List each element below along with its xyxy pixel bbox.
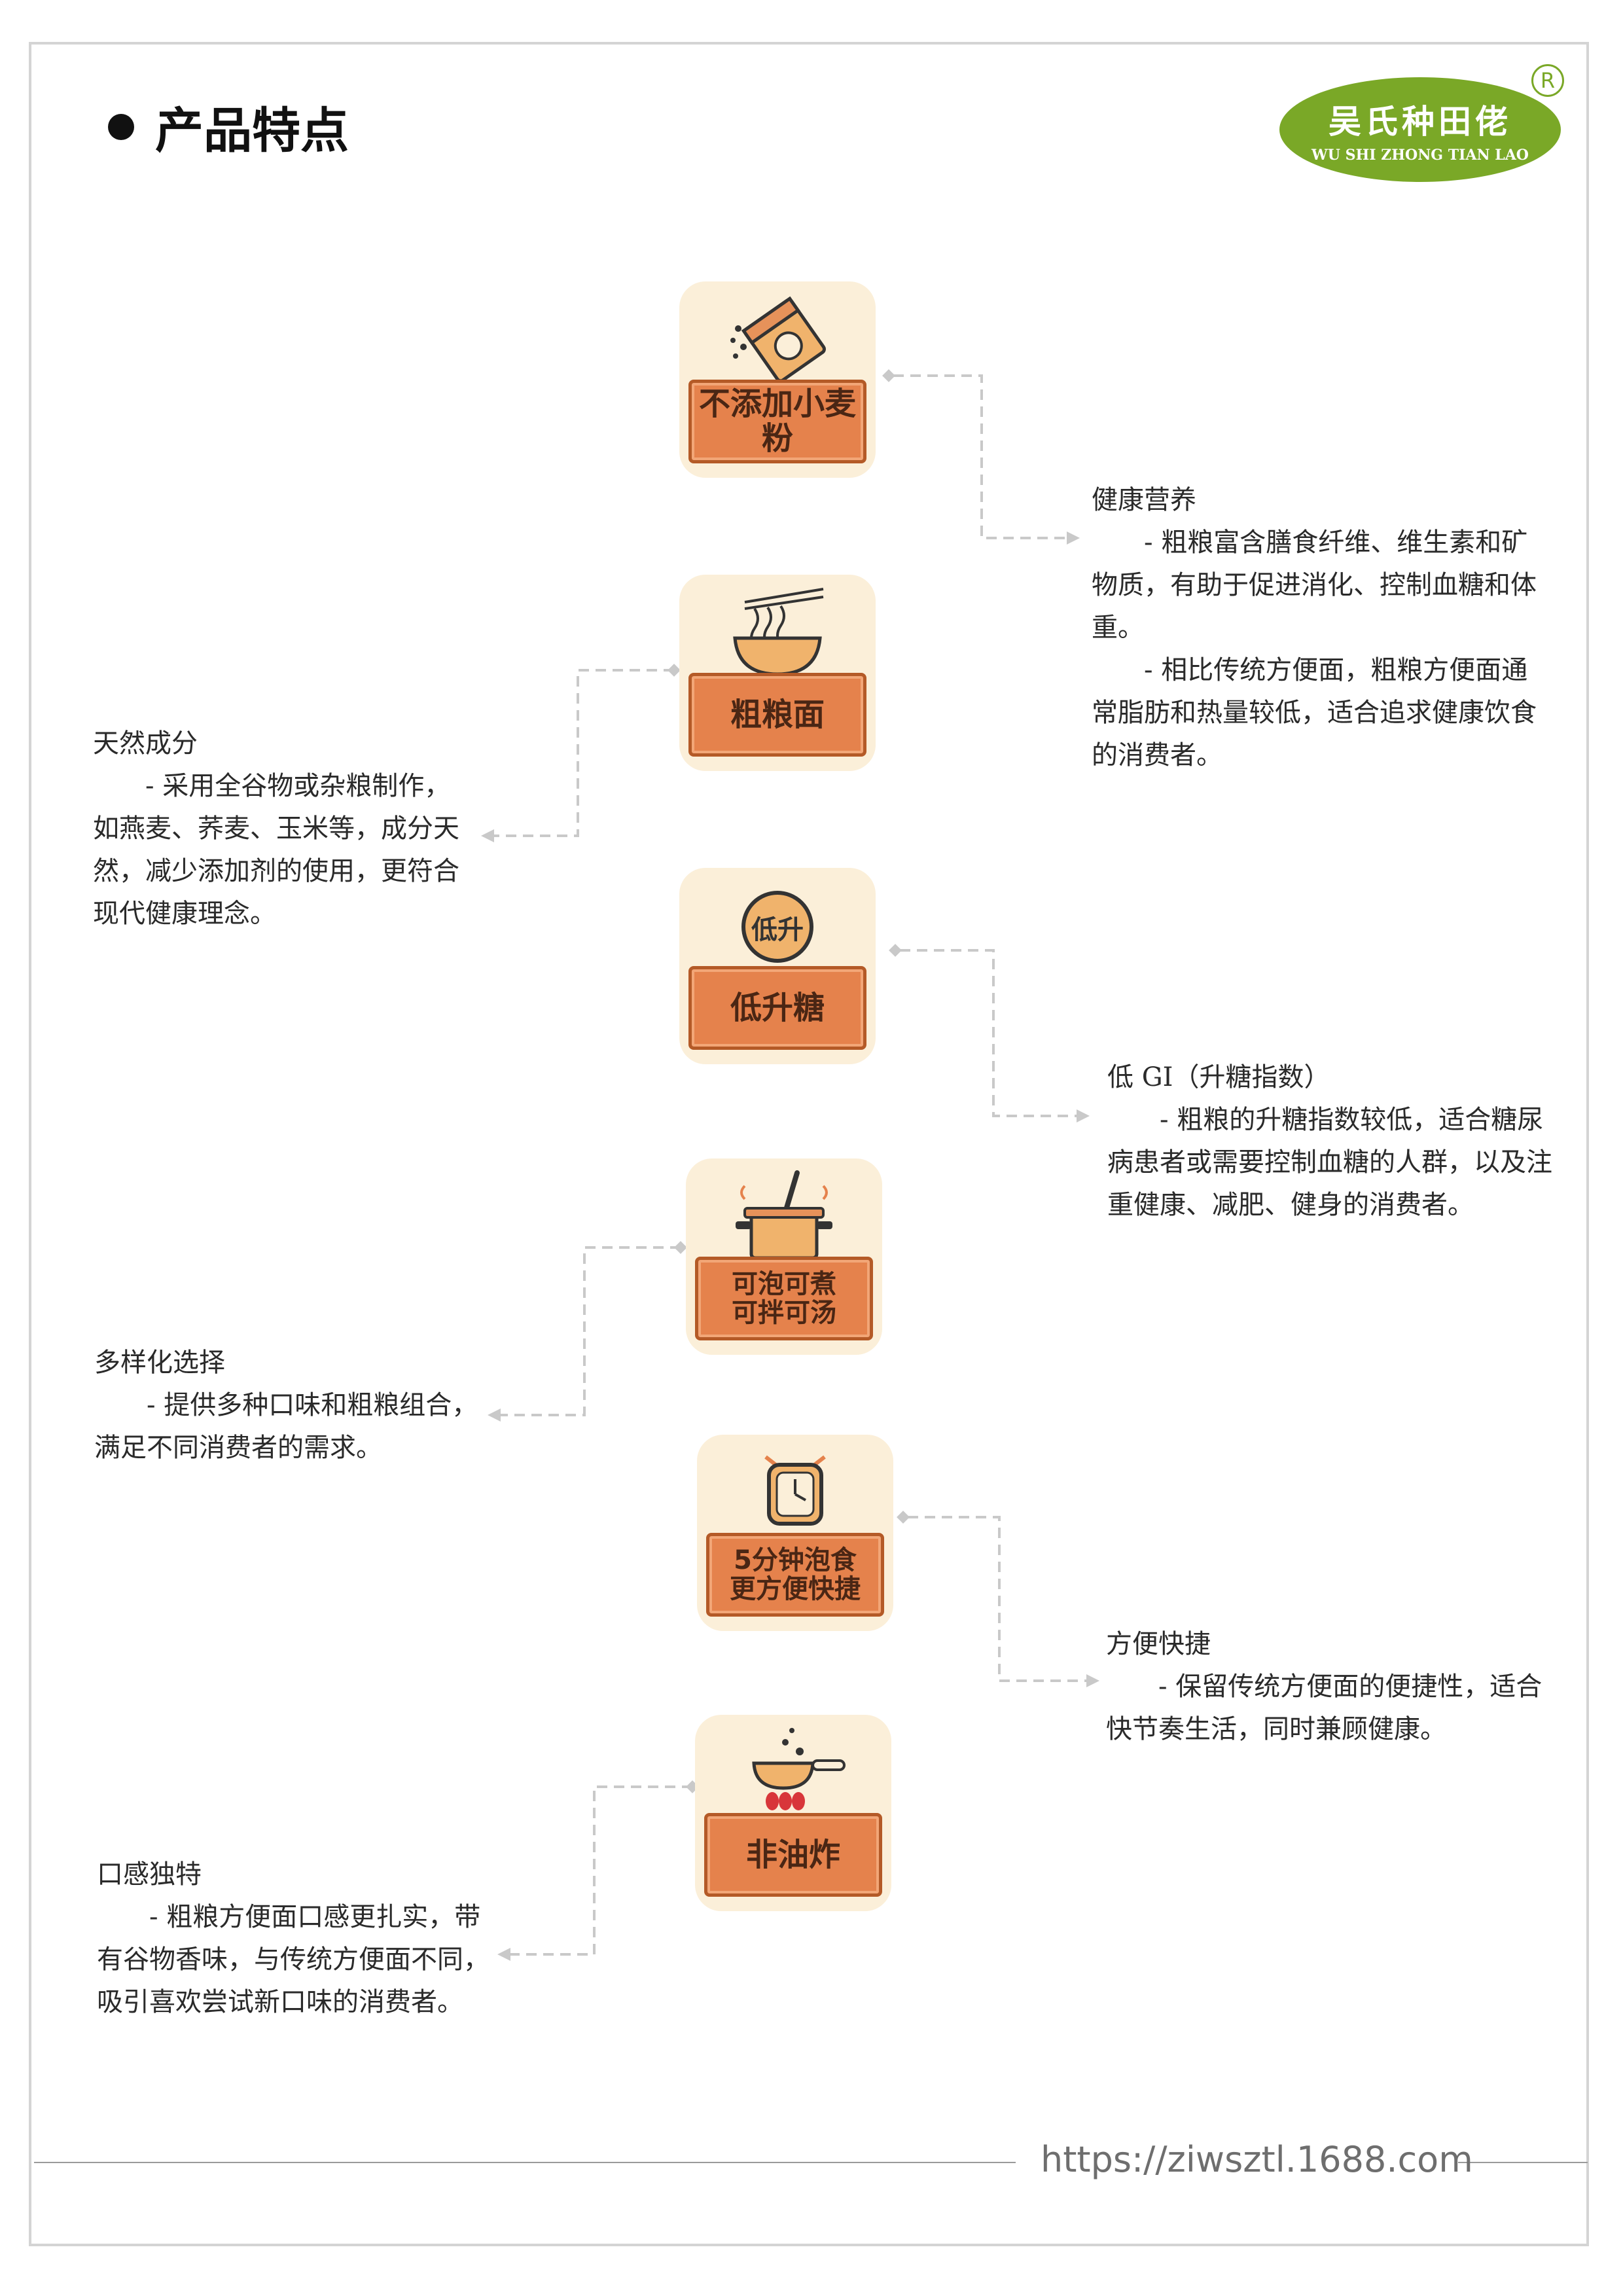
noodle-bowl-icon — [733, 588, 824, 676]
title-bullet-icon — [108, 113, 134, 140]
description-paragraph: - 保留传统方便面的便捷性，适合快节奏生活，同时兼顾健康。 — [1106, 1672, 1543, 1744]
alarm-clock-icon — [764, 1455, 826, 1526]
description-low-gi: 低 GI（升糖指数） - 粗粮的升糖指数较低，适合糖尿病患者或需要控制血糖的人群… — [1107, 1056, 1552, 1227]
feature-card-cook-options: 可泡可煮 可拌可汤 — [686, 1158, 882, 1355]
wheat-flour-bag-icon — [730, 296, 826, 383]
brand-name-en: WU SHI ZHONG TIAN LAO — [1311, 147, 1529, 164]
feature-card-five-minutes: 5分钟泡食 更方便快捷 — [697, 1435, 893, 1631]
footer-divider-right — [1458, 2162, 1588, 2163]
connector-1-start — [882, 369, 895, 382]
description-variety: 多样化选择 - 提供多种口味和粗粮组合，满足不同消费者的需求。 — [94, 1342, 480, 1469]
connector-3 — [900, 949, 1077, 1117]
description-heading: 健康营养 — [1092, 485, 1196, 515]
connector-5-start — [897, 1511, 910, 1524]
description-health-nutrition: 健康营养 - 粗粮富含膳食纤维、维生素和矿物质，有助于促进消化、控制血糖和体重。… — [1092, 479, 1537, 777]
feature-label: 5分钟泡食 更方便快捷 — [706, 1533, 884, 1617]
feature-label: 低升糖 — [688, 966, 866, 1050]
brand-name-cn: 吴氏种田佬 — [1329, 103, 1512, 141]
connector-1 — [893, 374, 1067, 539]
description-natural-ingredients: 天然成分 - 采用全谷物或杂粮制作，如燕麦、荞麦、玉米等，成分天然，减少添加剂的… — [93, 723, 473, 935]
footer-url-link[interactable]: https://ziwsztl.1688.com — [1041, 2139, 1473, 2180]
connector-4 — [501, 1246, 681, 1416]
description-unique-texture: 口感独特 - 粗粮方便面口感更扎实，带有谷物香味，与传统方便面不同，吸引喜欢尝试… — [97, 1854, 503, 2024]
description-paragraph: - 相比传统方便面，粗粮方便面通常脂肪和热量较低，适合追求健康饮食的消费者。 — [1092, 655, 1537, 770]
description-paragraph: - 粗粮富含膳食纤维、维生素和矿物质，有助于促进消化、控制血糖和体重。 — [1092, 528, 1537, 643]
description-heading: 多样化选择 — [94, 1348, 225, 1378]
low-sugar-badge-icon: 低升 — [741, 891, 813, 963]
description-heading: 口感独特 — [97, 1859, 202, 1890]
feature-label: 粗粮面 — [688, 673, 866, 757]
description-convenience: 方便快捷 - 保留传统方便面的便捷性，适合快节奏生活，同时兼顾健康。 — [1106, 1623, 1551, 1751]
connector-2 — [494, 669, 674, 837]
description-paragraph: - 采用全谷物或杂粮制作，如燕麦、荞麦、玉米等，成分天然，减少添加剂的使用，更符… — [93, 771, 459, 929]
feature-card-no-wheat: 不添加小麦粉 — [679, 281, 876, 478]
feature-card-low-sugar: 低升 低升糖 — [679, 868, 876, 1064]
connector-4-arrow — [488, 1408, 501, 1422]
connector-3-start — [889, 944, 902, 957]
connector-2-start — [668, 664, 681, 677]
cooking-pot-icon — [736, 1170, 832, 1260]
brand-logo: 吴氏种田佬 WU SHI ZHONG TIAN LAO — [1279, 77, 1561, 182]
connector-6-arrow — [497, 1948, 510, 1961]
description-paragraph: - 粗粮的升糖指数较低，适合糖尿病患者或需要控制血糖的人群，以及注重健康、减肥、… — [1107, 1105, 1552, 1220]
page-title: 产品特点 — [108, 92, 349, 162]
frying-pan-icon — [752, 1728, 846, 1810]
description-heading: 低 GI（升糖指数） — [1107, 1062, 1330, 1092]
feature-label: 不添加小麦粉 — [688, 380, 866, 463]
feature-label: 非油炸 — [704, 1813, 882, 1897]
connector-3-arrow — [1077, 1109, 1090, 1122]
connector-5 — [908, 1516, 1086, 1682]
registered-mark-icon: R — [1531, 64, 1564, 97]
feature-card-coarse-noodle: 粗粮面 — [679, 575, 876, 771]
footer-divider-left — [34, 2162, 1016, 2163]
description-paragraph: - 提供多种口味和粗粮组合，满足不同消费者的需求。 — [94, 1390, 478, 1463]
feature-card-non-fried: 非油炸 — [695, 1715, 891, 1911]
connector-1-arrow — [1067, 531, 1080, 545]
description-heading: 天然成分 — [93, 728, 198, 759]
connector-4-start — [674, 1241, 687, 1254]
description-paragraph: - 粗粮方便面口感更扎实，带有谷物香味，与传统方便面不同，吸引喜欢尝试新口味的消… — [97, 1902, 490, 2017]
feature-label: 可泡可煮 可拌可汤 — [695, 1257, 873, 1340]
connector-5-arrow — [1086, 1674, 1099, 1687]
connector-2-arrow — [481, 829, 494, 842]
page-title-text: 产品特点 — [155, 103, 349, 159]
page-frame — [29, 42, 1589, 2246]
connector-6 — [510, 1785, 692, 1956]
description-heading: 方便快捷 — [1106, 1629, 1211, 1659]
badge-text: 低升 — [751, 915, 804, 945]
